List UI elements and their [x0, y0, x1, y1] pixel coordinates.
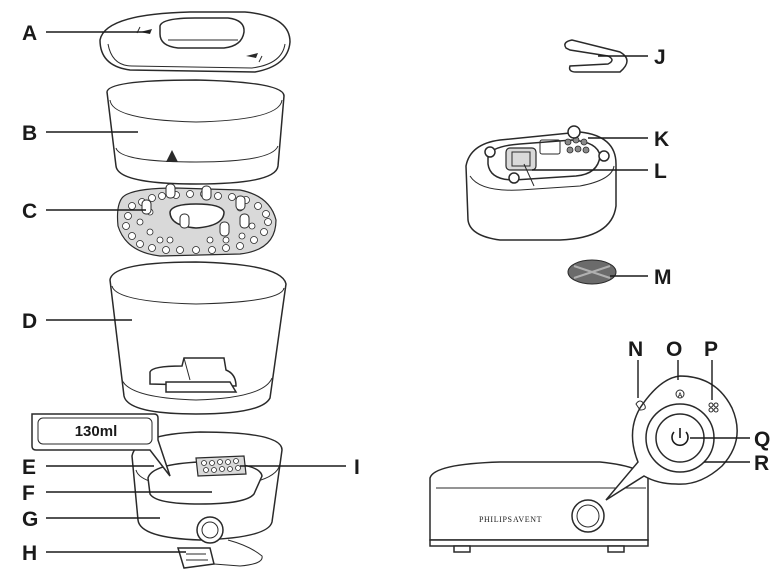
label-a: A: [22, 22, 37, 45]
part-labels: A B C D E F G H I J K L M N O P Q R: [22, 22, 770, 565]
base-top-view: [465, 125, 617, 241]
tray-part: [116, 183, 277, 257]
label-c: C: [22, 200, 37, 223]
label-m: M: [654, 266, 672, 289]
warning-triangle-icon: [166, 150, 178, 162]
lid-part: [99, 11, 291, 73]
label-d: D: [22, 310, 37, 333]
label-b: B: [22, 122, 37, 145]
control-panel-zoom: A: [605, 375, 738, 501]
label-o: O: [666, 338, 682, 361]
label-i: I: [354, 456, 360, 479]
label-j: J: [654, 46, 666, 69]
drying-icon: [635, 400, 646, 411]
filter-disc-part: [567, 259, 617, 285]
label-n: N: [628, 338, 643, 361]
label-g: G: [22, 508, 38, 531]
auto-mode-icon: [675, 389, 685, 399]
leader-lines: [46, 31, 750, 553]
water-level-marking: 130ml: [75, 423, 118, 440]
base-part: [131, 431, 283, 569]
label-h: H: [22, 542, 37, 565]
label-q: Q: [754, 428, 770, 451]
label-k: K: [654, 128, 669, 151]
fan-icon: [708, 402, 719, 413]
container-part: [109, 261, 287, 415]
product-line: AVENT: [513, 515, 542, 524]
svg-text:A: A: [678, 393, 683, 399]
label-f: F: [22, 482, 35, 505]
base-front-view: PHILIPS AVENT: [429, 461, 649, 553]
power-icon: [671, 431, 689, 447]
label-e: E: [22, 456, 36, 479]
tongs-part: [564, 39, 628, 73]
label-p: P: [704, 338, 718, 361]
water-level-callout: 130ml: [31, 413, 171, 477]
brand-name: PHILIPS: [479, 515, 513, 524]
label-r: R: [754, 452, 769, 475]
label-l: L: [654, 160, 667, 183]
basket-part: [106, 79, 285, 185]
lid-arrow-right-icon: [246, 53, 258, 58]
